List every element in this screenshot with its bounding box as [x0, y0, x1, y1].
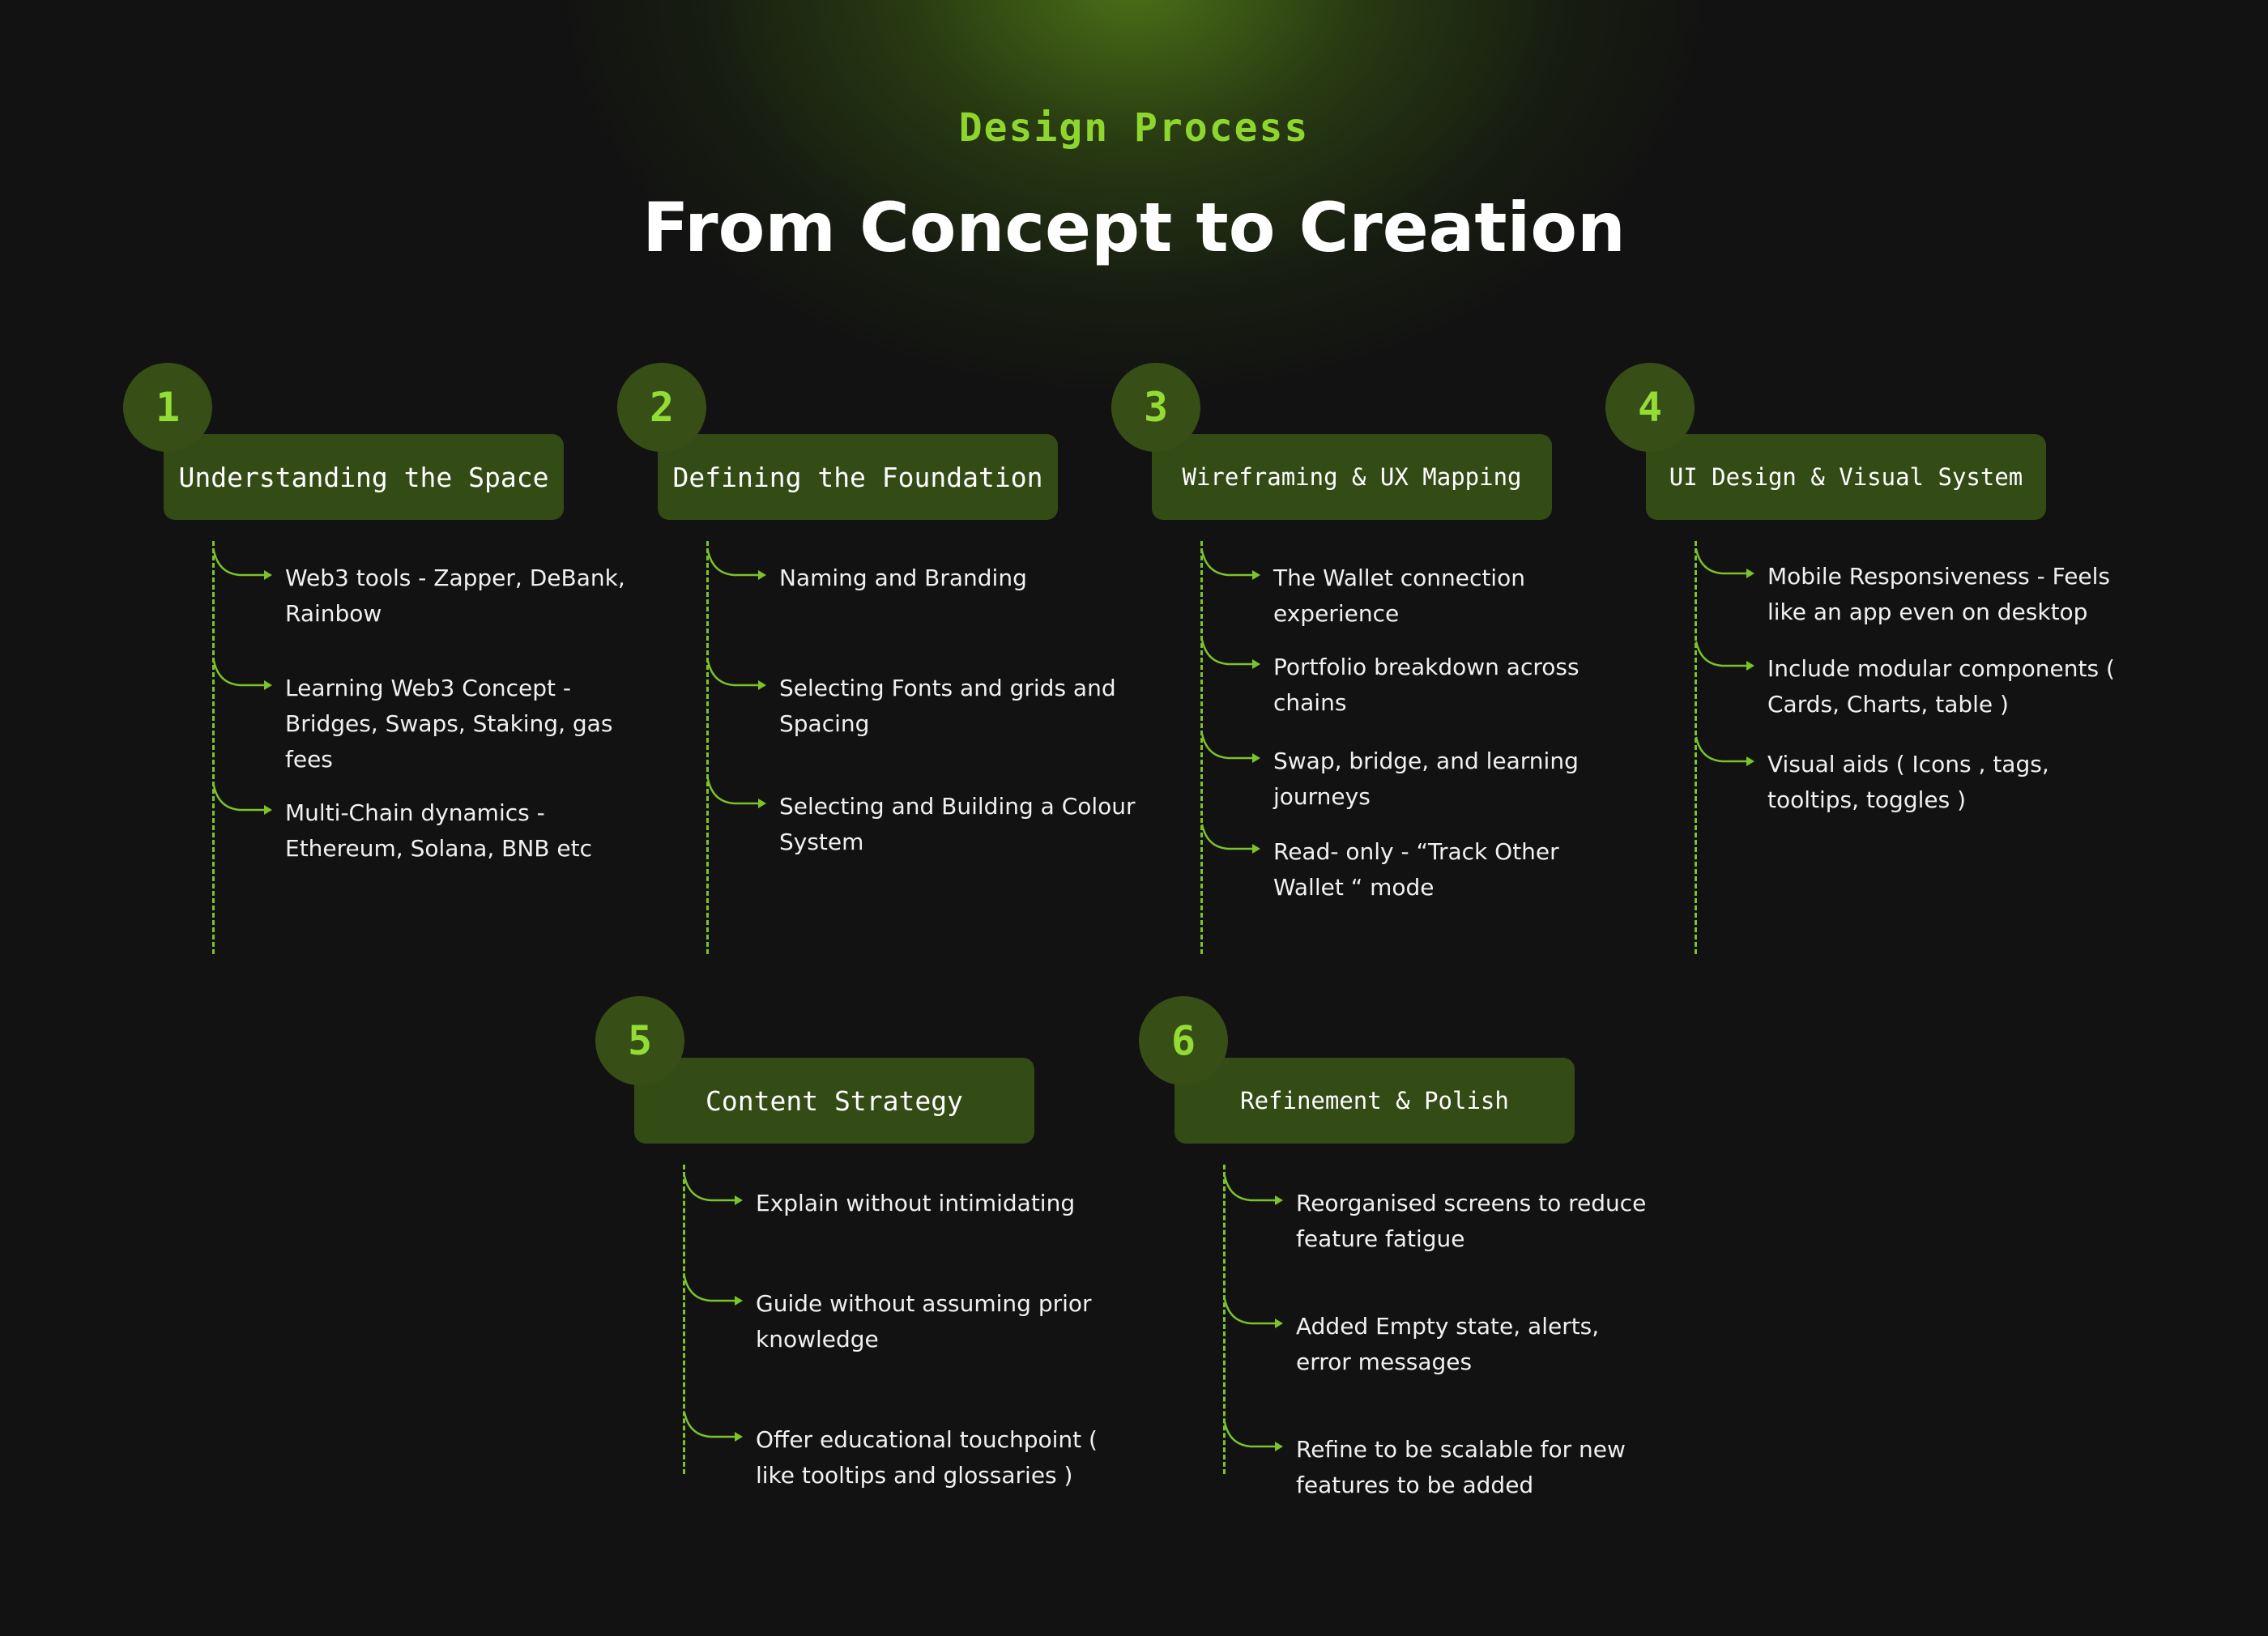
branch-arrow-icon [1695, 548, 1754, 578]
list-item-text: Naming and Branding [779, 565, 1027, 591]
branch-arrow-icon [1200, 550, 1260, 580]
step-title: Understanding the Space [178, 461, 549, 493]
branch-arrow-icon [706, 778, 766, 808]
list-item-text: Swap, bridge, and learning journeys [1273, 748, 1579, 810]
step-title: UI Design & Visual System [1669, 463, 2023, 491]
process-step-1: Understanding the Space 1 Web3 tools - Z… [123, 363, 642, 978]
branch-arrow-icon [1200, 824, 1260, 854]
step-title: Refinement & Polish [1240, 1087, 1509, 1114]
branch-arrow-icon [1200, 639, 1260, 669]
list-item-text: Web3 tools - Zapper, DeBank, Rainbow [285, 565, 625, 627]
branch-arrow-icon [1223, 1298, 1283, 1328]
step-number-badge: 1 [123, 363, 212, 452]
timeline-rail [706, 541, 709, 954]
branch-arrow-icon [1695, 736, 1754, 766]
step-title: Defining the Foundation [672, 461, 1043, 493]
branch-arrow-icon [1223, 1421, 1283, 1451]
list-item-text: Refine to be scalable for new features t… [1296, 1436, 1626, 1498]
step-title-pill: Understanding the Space [164, 434, 564, 520]
timeline-rail [1223, 1165, 1226, 1474]
process-step-5: Content Strategy 5 Explain without intim… [595, 996, 1114, 1612]
list-item-text: Visual aids ( Icons , tags, tooltips, to… [1767, 751, 2049, 813]
branch-arrow-icon [1223, 1175, 1283, 1205]
list-item-text: Read- only - “Track Other Wallet “ mode [1273, 838, 1559, 901]
step-number-badge: 5 [595, 996, 684, 1085]
branch-arrow-icon [1200, 733, 1260, 763]
branch-arrow-icon [683, 1276, 743, 1306]
step-title: Content Strategy [706, 1084, 963, 1117]
step-title-pill: UI Design & Visual System [1646, 434, 2046, 520]
step-number: 2 [649, 384, 675, 431]
process-step-4: UI Design & Visual System 4 Mobile Respo… [1605, 363, 2124, 978]
branch-arrow-icon [212, 550, 272, 580]
step-number-badge: 2 [617, 363, 706, 452]
step-number: 1 [155, 384, 181, 431]
list-item-text: Portfolio breakdown across chains [1273, 654, 1580, 716]
step-title-pill: Refinement & Polish [1174, 1058, 1575, 1144]
process-step-6: Refinement & Polish 6 Reorganised screen… [1139, 996, 1657, 1612]
list-item-text: Multi-Chain dynamics - Ethereum, Solana,… [285, 799, 592, 862]
list-item-text: The Wallet connection experience [1273, 565, 1525, 627]
page-title: From Concept to Creation [642, 188, 1626, 267]
step-number-badge: 4 [1605, 363, 1695, 452]
timeline-rail [683, 1165, 685, 1474]
step-title-pill: Wireframing & UX Mapping [1152, 434, 1552, 520]
list-item-text: Mobile Responsiveness - Feels like an ap… [1767, 563, 2111, 625]
list-item-text: Selecting Fonts and grids and Spacing [779, 675, 1116, 737]
branch-arrow-icon [683, 1412, 743, 1442]
timeline-rail [1200, 541, 1203, 954]
branch-arrow-icon [212, 785, 272, 815]
list-item-text: Explain without intimidating [756, 1190, 1076, 1216]
list-item-text: Reorganised screens to reduce feature fa… [1296, 1190, 1647, 1252]
branch-arrow-icon [212, 660, 272, 690]
step-number: 6 [1170, 1017, 1196, 1064]
timeline-rail [212, 541, 215, 954]
list-item-text: Offer educational touchpoint ( like tool… [756, 1426, 1098, 1489]
step-number: 5 [627, 1017, 653, 1064]
branch-arrow-icon [683, 1175, 743, 1205]
timeline-rail [1695, 541, 1697, 954]
list-item-text: Selecting and Building a Colour System [779, 793, 1136, 855]
step-title-pill: Defining the Foundation [658, 434, 1058, 520]
process-step-2: Defining the Foundation 2 Naming and Bra… [617, 363, 1136, 978]
branch-arrow-icon [706, 660, 766, 690]
branch-arrow-icon [706, 550, 766, 580]
step-number-badge: 3 [1111, 363, 1200, 452]
list-item-text: Added Empty state, alerts, error message… [1296, 1313, 1600, 1375]
step-title: Wireframing & UX Mapping [1182, 463, 1522, 491]
step-title-pill: Content Strategy [634, 1058, 1034, 1144]
step-number: 4 [1637, 384, 1663, 431]
section-kicker: Design Process [958, 105, 1310, 151]
list-item-text: Guide without assuming prior knowledge [756, 1290, 1092, 1353]
step-number-badge: 6 [1139, 996, 1228, 1085]
process-step-3: Wireframing & UX Mapping 3 The Wallet co… [1111, 363, 1630, 978]
branch-arrow-icon [1695, 641, 1754, 671]
list-item-text: Learning Web3 Concept - Bridges, Swaps, … [285, 675, 613, 773]
step-number: 3 [1143, 384, 1169, 431]
list-item-text: Include modular components ( Cards, Char… [1767, 655, 2115, 718]
